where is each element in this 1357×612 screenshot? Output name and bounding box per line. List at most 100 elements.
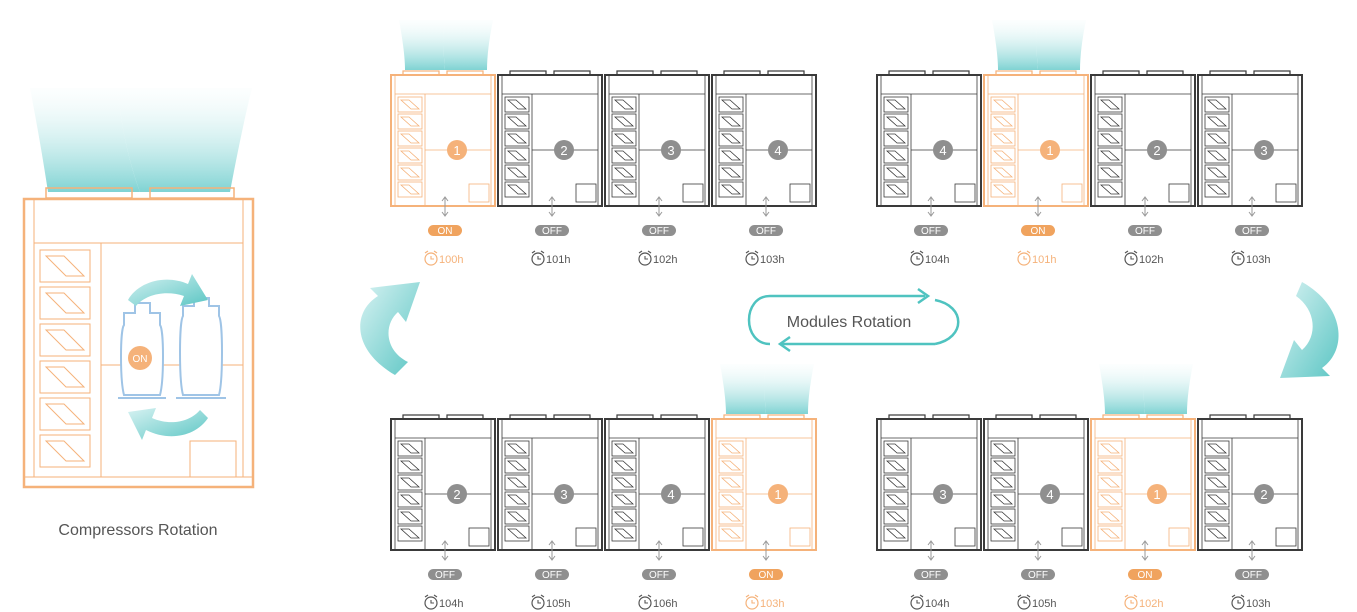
runtime-hours: 104h (439, 598, 463, 610)
status-badge (914, 569, 948, 580)
module-number: 1 (453, 143, 460, 158)
status-label: ON (1031, 226, 1046, 237)
clock-icon (1017, 252, 1031, 266)
compressor-right (176, 297, 226, 399)
status-label: OFF (756, 226, 776, 237)
clock-icon (638, 596, 652, 610)
clock-icon (1017, 596, 1031, 610)
status-label: OFF (1028, 570, 1048, 581)
status-badge (1128, 225, 1162, 236)
status-badge (535, 569, 569, 580)
runtime-hours: 103h (760, 254, 784, 266)
status-label: OFF (649, 226, 669, 237)
status-badge (428, 225, 462, 236)
clock-icon (910, 252, 924, 266)
status-label: ON (759, 570, 774, 581)
runtime-hours: 101h (1032, 254, 1056, 266)
module-number: 2 (1260, 487, 1267, 502)
runtime-hours: 102h (1139, 598, 1163, 610)
module-number-badge (933, 140, 953, 160)
module-number-badge (768, 140, 788, 160)
airflow (720, 364, 766, 414)
status-label: OFF (649, 570, 669, 581)
module-number-badge (1147, 140, 1167, 160)
cycle-arrow-right (1280, 282, 1339, 378)
status-badge (1128, 569, 1162, 580)
status-badge (428, 569, 462, 580)
module-number: 4 (667, 487, 674, 502)
module-number: 1 (774, 487, 781, 502)
module-number: 2 (1153, 143, 1160, 158)
runtime-hours: 104h (925, 254, 949, 266)
module-unit: 1ON 100h (390, 20, 496, 266)
compressor-rotation-arrow-bottom (128, 408, 208, 440)
module-number-badge (1147, 484, 1167, 504)
status-label: OFF (1242, 570, 1262, 581)
compressors-rotation-title: Compressors Rotation (58, 522, 217, 539)
status-badge (642, 569, 676, 580)
runtime-hours: 105h (546, 598, 570, 610)
compressor-rotation-arrow-top (128, 274, 208, 306)
compressor-on-label: ON (133, 354, 148, 365)
module-number-badge (447, 484, 467, 504)
airflow (1099, 364, 1145, 414)
runtime-hours: 101h (546, 254, 570, 266)
module-number: 3 (1260, 143, 1267, 158)
compressor-on-badge (128, 346, 152, 370)
clock-icon (531, 252, 545, 266)
runtime-hours: 102h (1139, 254, 1163, 266)
airflow (399, 20, 445, 70)
status-label: OFF (921, 570, 941, 581)
module-number-badge (768, 484, 788, 504)
status-label: ON (438, 226, 453, 237)
module-number-badge (1040, 484, 1060, 504)
module-number-badge (554, 484, 574, 504)
module-number: 3 (667, 143, 674, 158)
status-badge (1021, 569, 1055, 580)
module-number: 1 (1046, 143, 1053, 158)
clock-icon (638, 252, 652, 266)
status-badge (914, 225, 948, 236)
module-number: 3 (560, 487, 567, 502)
status-badge (749, 225, 783, 236)
module-number: 3 (939, 487, 946, 502)
clock-icon (1124, 596, 1138, 610)
module-number-badge (554, 140, 574, 160)
runtime-hours: 100h (439, 254, 463, 266)
module-number: 4 (939, 143, 946, 158)
status-badge (1235, 225, 1269, 236)
status-label: OFF (921, 226, 941, 237)
module-number-badge (933, 484, 953, 504)
cycle-arrow-left (360, 282, 420, 375)
airflow-left-unit (30, 88, 252, 192)
module-number-badge (1254, 140, 1274, 160)
runtime-hours: 105h (1032, 598, 1056, 610)
module-number-badge (661, 484, 681, 504)
modules-rotation-indicator: Modules Rotation (747, 287, 960, 353)
clock-icon (745, 596, 759, 610)
status-badge (535, 225, 569, 236)
runtime-hours: 103h (1246, 254, 1270, 266)
module-number: 4 (774, 143, 781, 158)
module-number-badge (661, 140, 681, 160)
status-label: OFF (435, 570, 455, 581)
status-badge (642, 225, 676, 236)
status-badge (749, 569, 783, 580)
clock-icon (424, 596, 438, 610)
module-number-badge (1254, 484, 1274, 504)
clock-icon (910, 596, 924, 610)
